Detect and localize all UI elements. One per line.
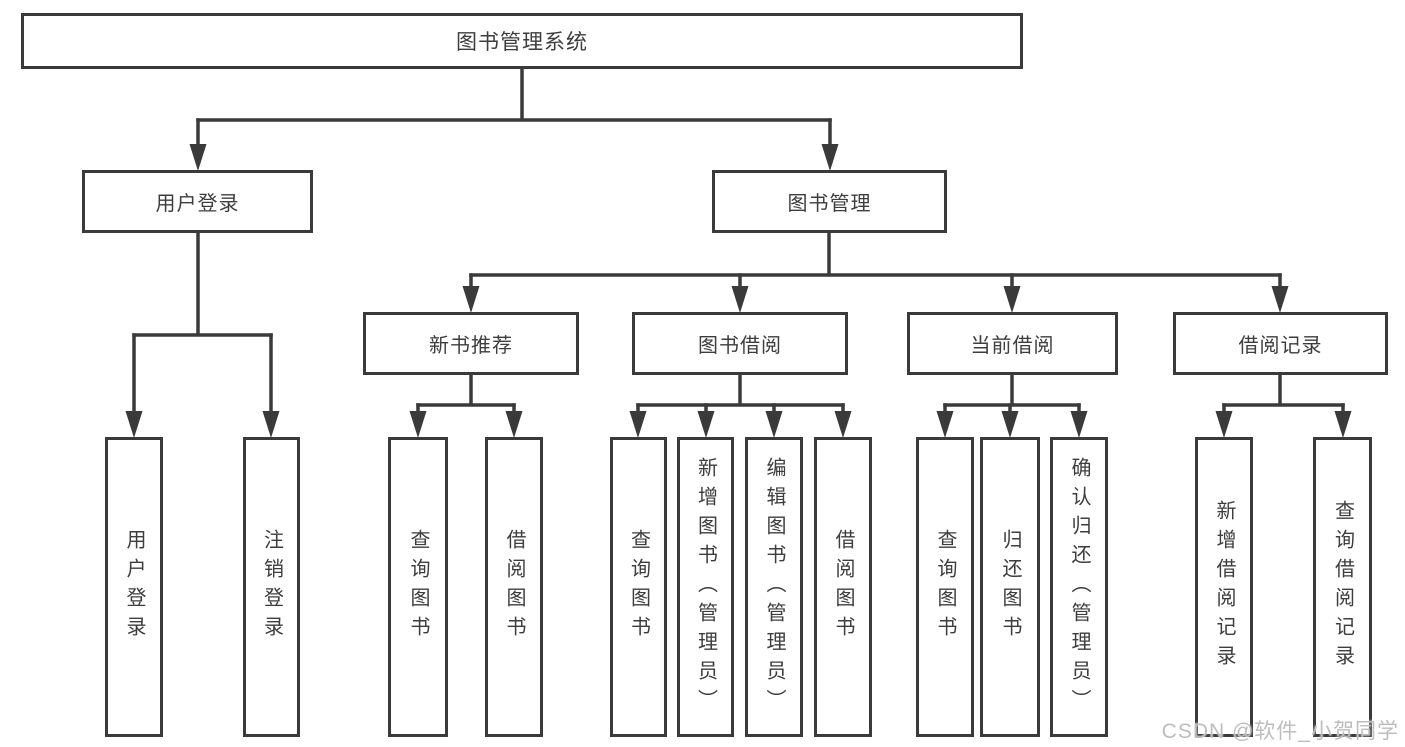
node-leaf-add-borrow-record: 新增借阅记录 <box>1195 437 1253 737</box>
node-label: 新增借阅记录 <box>1213 500 1235 674</box>
node-user-login: 用户登录 <box>82 170 313 233</box>
node-label: 查询借阅记录 <box>1331 500 1354 674</box>
node-label: 归还图书 <box>999 529 1021 645</box>
node-label: 借阅图书 <box>503 529 525 645</box>
node-label: 注销登录 <box>260 529 283 645</box>
node-label: 确认归还（管理员） <box>1068 456 1090 718</box>
node-leaf-return-books: 归还图书 <box>980 437 1040 737</box>
watermark: CSDN @软件_小贺同学 <box>1161 720 1399 743</box>
node-leaf-borrow-books-recommend: 借阅图书 <box>485 437 543 737</box>
node-system-root: 图书管理系统 <box>21 13 1023 69</box>
node-leaf-edit-books-admin: 编辑图书（管理员） <box>745 437 803 737</box>
node-label: 图书管理系统 <box>456 31 588 54</box>
node-leaf-add-books-admin: 新增图书（管理员） <box>677 437 734 737</box>
node-label: 查询图书 <box>934 529 956 645</box>
node-leaf-query-books-current: 查询图书 <box>916 437 974 737</box>
node-label: 编辑图书（管理员） <box>763 456 785 718</box>
node-borrowing-records: 借阅记录 <box>1173 312 1388 375</box>
node-leaf-borrow-books: 借阅图书 <box>814 437 872 737</box>
node-book-management: 图书管理 <box>712 170 947 233</box>
node-leaf-query-borrow-record: 查询借阅记录 <box>1313 437 1372 737</box>
node-leaf-logout: 注销登录 <box>243 437 300 737</box>
node-leaf-confirm-return-admin: 确认归还（管理员） <box>1050 437 1108 737</box>
node-new-book-recommend: 新书推荐 <box>363 312 579 375</box>
node-label: 用户登录 <box>155 193 240 215</box>
node-label: 当前借阅 <box>970 335 1055 357</box>
node-label: 借阅记录 <box>1238 335 1323 357</box>
node-leaf-query-books-borrow: 查询图书 <box>610 437 667 737</box>
node-label: 查询图书 <box>407 529 429 645</box>
node-label: 新增图书（管理员） <box>694 456 717 718</box>
node-current-borrowing: 当前借阅 <box>907 312 1118 375</box>
node-label: 新书推荐 <box>429 335 513 357</box>
node-label: 借阅图书 <box>832 529 854 645</box>
node-book-borrowing: 图书借阅 <box>632 312 848 375</box>
node-label: 图书管理 <box>787 193 872 215</box>
node-label: 图书借阅 <box>698 335 782 357</box>
node-label: 查询图书 <box>627 529 650 645</box>
node-label: 用户登录 <box>123 529 145 645</box>
node-leaf-user-login: 用户登录 <box>105 437 163 737</box>
node-leaf-query-books-recommend: 查询图书 <box>388 437 448 737</box>
